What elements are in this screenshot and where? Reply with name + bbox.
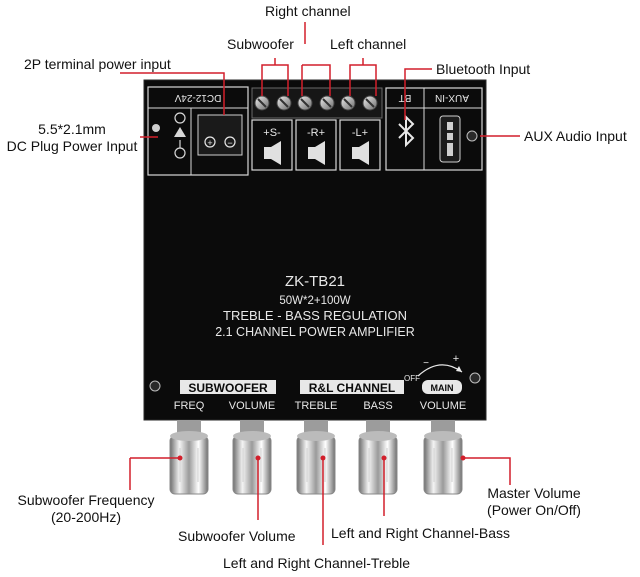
speaker-terminals[interactable] <box>251 87 383 119</box>
freq-knob[interactable] <box>169 420 209 495</box>
dc-plug-line-2: DC Plug Power Input <box>6 138 138 154</box>
main-volume-label: VOLUME <box>420 400 466 412</box>
terminal-power-callout: 2P terminal power input <box>24 56 171 72</box>
aux-callout: AUX Audio Input <box>524 128 627 144</box>
bt-aux-panel <box>385 87 483 171</box>
sub-frequency-callout: Subwoofer Frequency (20-200Hz) <box>12 492 160 526</box>
feature-line-1: TREBLE - BASS REGULATION <box>223 308 407 323</box>
sub-volume-knob[interactable] <box>232 420 272 495</box>
minus-symbol: − <box>423 358 429 369</box>
sub-frequency-line-2: (20-200Hz) <box>50 509 122 525</box>
left-terminal-box <box>339 119 381 171</box>
sub-terminal-label: +S- <box>263 127 281 139</box>
sub-terminal-box <box>251 119 293 171</box>
power-input-panel <box>147 86 249 176</box>
subwoofer-header: SUBWOOFER <box>188 381 268 395</box>
bluetooth-callout: Bluetooth Input <box>436 61 531 77</box>
dc-jack[interactable] <box>152 112 186 159</box>
right-channel-callout: Right channel <box>265 3 351 19</box>
bass-knob[interactable] <box>358 420 398 495</box>
aux-jack[interactable] <box>439 115 478 163</box>
master-volume-line-2: (Power On/Off) <box>487 502 581 518</box>
speaker-icon <box>352 141 369 165</box>
svg-text:+: + <box>207 138 212 148</box>
sub-volume-callout: Subwoofer Volume <box>178 528 296 544</box>
bluetooth-icon <box>398 114 415 148</box>
main-volume-knob[interactable] <box>423 420 463 495</box>
right-terminal-label: -R+ <box>307 127 325 139</box>
speaker-icon <box>264 141 281 165</box>
aux-label: AUX-IN <box>435 92 469 103</box>
left-terminal-label: -L+ <box>352 127 368 139</box>
freq-label: FREQ <box>174 400 205 412</box>
dc-plug-line-1: 5.5*2.1mm <box>38 121 106 137</box>
rl-channel-header: R&L CHANNEL <box>309 381 395 395</box>
treble-knob[interactable] <box>296 420 336 495</box>
model-name: ZK-TB21 <box>285 273 345 290</box>
master-volume-callout: Master Volume (Power On/Off) <box>472 485 596 519</box>
main-badge: MAIN <box>431 383 454 393</box>
sub-volume-label: VOLUME <box>229 400 275 412</box>
terminal-block-2p[interactable]: + − <box>197 114 243 156</box>
plus-symbol: + <box>453 353 459 365</box>
svg-text:−: − <box>227 138 232 148</box>
feature-line-2: 2.1 CHANNEL POWER AMPLIFIER <box>215 325 415 339</box>
power-spec-label: DC12-24V <box>174 92 221 103</box>
master-volume-line-1: Master Volume <box>487 485 581 501</box>
left-channel-callout: Left channel <box>330 36 407 52</box>
rl-treble-callout: Left and Right Channel-Treble <box>223 555 411 571</box>
sub-frequency-line-1: Subwoofer Frequency <box>17 492 155 508</box>
speaker-icon <box>308 141 325 165</box>
treble-label: TREBLE <box>295 400 338 412</box>
rl-bass-callout: Left and Right Channel-Bass <box>331 525 510 541</box>
subwoofer-callout: Subwoofer <box>227 36 294 52</box>
off-label: OFF <box>404 374 420 383</box>
bass-label: BASS <box>363 400 392 412</box>
dc-plug-callout: 5.5*2.1mm DC Plug Power Input <box>4 121 140 155</box>
right-terminal-box <box>295 119 337 171</box>
callout-lines <box>120 22 520 545</box>
power-rating: 50W*2+100W <box>279 295 350 307</box>
